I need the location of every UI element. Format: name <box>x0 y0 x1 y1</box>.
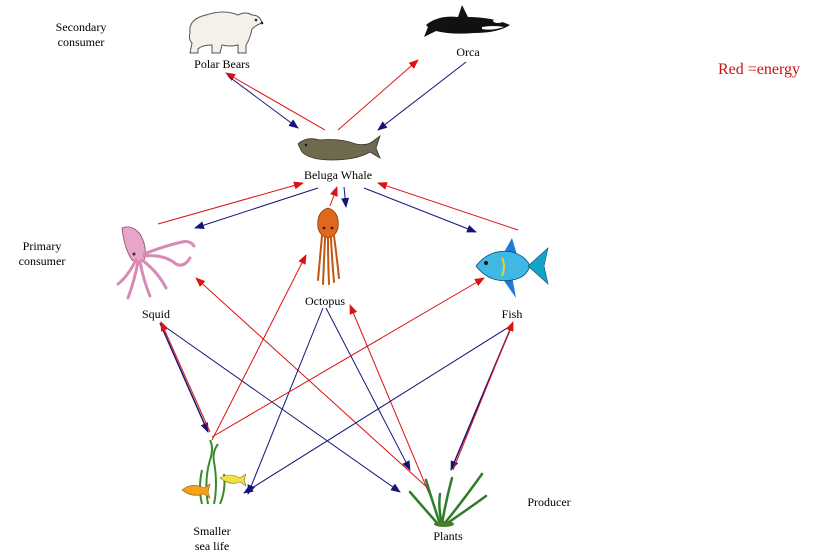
seaweed-fish-icon <box>181 440 246 505</box>
arrow-squid-to-smallerlife <box>159 322 209 433</box>
octopus-icon <box>317 207 340 285</box>
arrow-smallerlife-to-octopus <box>211 254 307 441</box>
level-label-producer: Producer <box>527 495 571 509</box>
arrow-plants-to-octopus <box>349 304 437 511</box>
arrow-fish-to-smallerlife <box>243 324 513 494</box>
beluga-whale-icon <box>297 134 381 161</box>
arrow-plants-to-squid <box>195 277 431 491</box>
arrow-smallerlife-to-squid <box>160 321 211 433</box>
orca-icon <box>424 5 510 37</box>
arrow-beluga-to-fish <box>363 187 477 233</box>
arrow-fish-to-beluga <box>377 182 519 231</box>
arrow-beluga-to-polarbears <box>225 72 326 131</box>
arrow-orca-to-beluga <box>377 61 467 131</box>
arrow-beluga-to-squid <box>194 187 319 230</box>
arrow-plants-to-fish <box>452 321 514 471</box>
squid-icon <box>116 226 196 300</box>
arrow-beluga-to-octopus <box>341 186 350 208</box>
label-fish: Fish <box>501 307 523 321</box>
arrow-polarbears-to-beluga <box>227 75 299 129</box>
label-plants: Plants <box>433 529 463 543</box>
tropical-fish-icon <box>475 238 549 298</box>
label-smaller-sea-life: Smaller sea life <box>193 524 231 553</box>
arrow-octopus-to-smallerlife <box>247 307 324 495</box>
label-squid: Squid <box>141 307 170 321</box>
label-beluga-whale: Beluga Whale <box>303 168 373 182</box>
label-orca: Orca <box>456 45 480 59</box>
label-polar-bears: Polar Bears <box>194 57 250 71</box>
arrow-squid-to-beluga <box>157 181 304 225</box>
arrow-beluga-to-orca <box>337 59 419 131</box>
level-label-secondary-consumer: Secondary consumer <box>55 20 107 49</box>
arrow-octopus-to-beluga <box>329 186 338 207</box>
polar-bear-icon <box>188 11 264 54</box>
arrow-octopus-to-plants <box>325 307 411 471</box>
arrow-smallerlife-to-fish <box>211 277 485 438</box>
sea-plants-icon <box>408 472 488 527</box>
level-label-primary-consumer: Primary consumer <box>18 239 66 268</box>
label-octopus: Octopus <box>305 294 345 308</box>
energy-legend: Red =energy <box>718 61 801 78</box>
